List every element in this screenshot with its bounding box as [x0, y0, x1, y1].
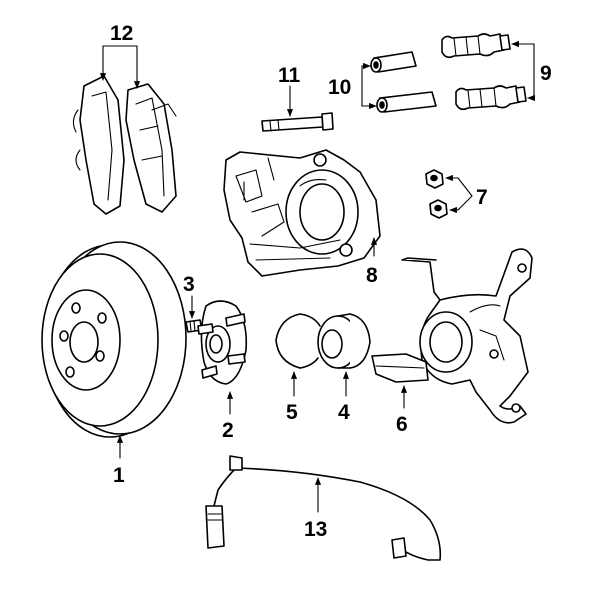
hub	[197, 300, 248, 385]
wear-sensor-cable	[205, 455, 442, 561]
callout-6-label: 6	[396, 413, 408, 436]
callout-11-label: 11	[278, 64, 301, 87]
callout-8-label: 8	[366, 264, 378, 287]
callout-4-label: 4	[338, 401, 350, 424]
bearing	[317, 313, 371, 369]
caliper	[223, 149, 381, 277]
callout-7-leader	[445, 174, 473, 214]
boots	[441, 33, 527, 111]
callout-12-leader	[99, 45, 141, 89]
callout-3-label: 3	[183, 273, 195, 296]
callout-7-label: 7	[476, 186, 488, 209]
brake-pads	[72, 75, 177, 215]
callout-13-label: 13	[304, 518, 327, 541]
knuckle	[371, 248, 533, 424]
callout-5-label: 5	[286, 401, 298, 424]
callout-12-label: 12	[110, 22, 133, 45]
guide-pin-bolt	[261, 112, 334, 132]
rotor	[41, 241, 187, 438]
nuts	[425, 169, 448, 219]
callout-2-label: 2	[222, 419, 234, 442]
snap-ring	[275, 313, 321, 369]
callout-1-label: 1	[113, 464, 125, 487]
callout-9-leader	[511, 40, 535, 102]
callout-9-label: 9	[540, 62, 552, 85]
callout-10-label: 10	[328, 76, 351, 99]
callout-10-leader	[361, 62, 377, 110]
bushings	[370, 51, 437, 113]
